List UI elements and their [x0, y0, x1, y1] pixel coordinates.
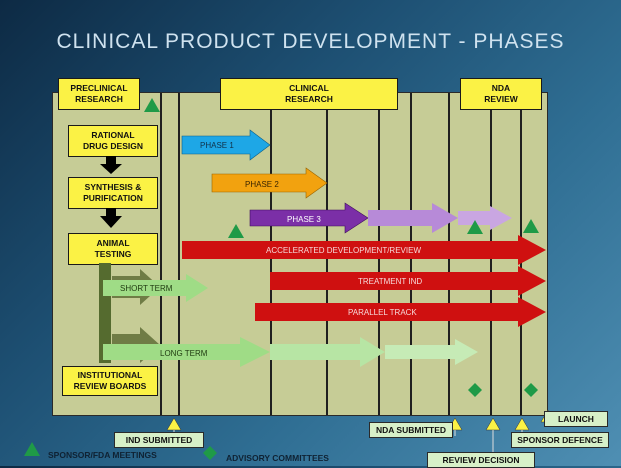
short-term-label: SHORT TERM — [120, 284, 173, 293]
treatment-ind-arrow — [270, 266, 546, 296]
step-animal-testing: ANIMAL TESTING — [68, 233, 158, 265]
phase3-arrow — [249, 202, 369, 234]
sponsor-meeting-marker — [228, 224, 244, 238]
sponsor-meeting-marker — [523, 219, 539, 233]
parallel-track-arrow — [255, 297, 546, 327]
ind-submitted-label: IND SUBMITTED — [114, 432, 204, 448]
down-arrow — [100, 156, 122, 174]
legend-sponsor-meetings: SPONSOR/FDA MEETINGS — [48, 450, 157, 460]
phase3-label: PHASE 3 — [287, 215, 321, 224]
milestone-marker — [166, 417, 182, 431]
phase1-arrow — [181, 129, 271, 161]
launch-label: LAUNCH — [544, 411, 608, 427]
slide-title: CLINICAL PRODUCT DEVELOPMENT - PHASES — [56, 30, 565, 53]
phase3-extension-arrow — [458, 206, 512, 230]
milestone-marker — [514, 417, 530, 431]
sponsor-meeting-marker — [467, 220, 483, 234]
header-clinical: CLINICAL RESEARCH — [220, 78, 398, 110]
nda-submitted-label: NDA SUBMITTED — [369, 422, 453, 438]
phase3-extension-arrow — [368, 203, 458, 233]
legend-diamond-icon — [203, 446, 217, 460]
advisory-marker — [524, 383, 538, 397]
treatment-ind-label: TREATMENT IND — [358, 277, 422, 286]
short-term-arrow — [103, 274, 208, 302]
parallel-track-label: PARALLEL TRACK — [348, 308, 417, 317]
phase2-label: PHASE 2 — [245, 180, 279, 189]
accelerated-label: ACCELERATED DEVELOPMENT/REVIEW — [266, 246, 421, 255]
down-arrow — [100, 208, 122, 228]
divider — [178, 93, 180, 415]
milestone-marker — [485, 417, 501, 431]
sponsor-meeting-marker — [144, 98, 160, 112]
header-nda: NDA REVIEW — [460, 78, 542, 110]
header-preclinical: PRECLINICAL RESEARCH — [58, 78, 140, 110]
advisory-marker — [468, 383, 482, 397]
phase1-label: PHASE 1 — [200, 141, 234, 150]
step-synthesis: SYNTHESIS & PURIFICATION — [68, 177, 158, 209]
legend-triangle-icon — [24, 442, 40, 456]
phase2-arrow — [211, 167, 328, 199]
step-rational-drug-design: RATIONAL DRUG DESIGN — [68, 125, 158, 157]
long-term-extension-arrow — [270, 337, 385, 367]
divider — [160, 93, 162, 415]
step-irb: INSTITUTIONAL REVIEW BOARDS — [62, 366, 158, 396]
legend-advisory-committees: ADVISORY COMMITTEES — [226, 453, 329, 463]
sponsor-defence-label: SPONSOR DEFENCE — [511, 432, 609, 448]
accelerated-arrow — [182, 235, 546, 265]
long-term-extension-arrow — [385, 339, 478, 365]
long-term-label: LONG TERM — [160, 349, 208, 358]
long-term-arrow — [103, 337, 270, 367]
